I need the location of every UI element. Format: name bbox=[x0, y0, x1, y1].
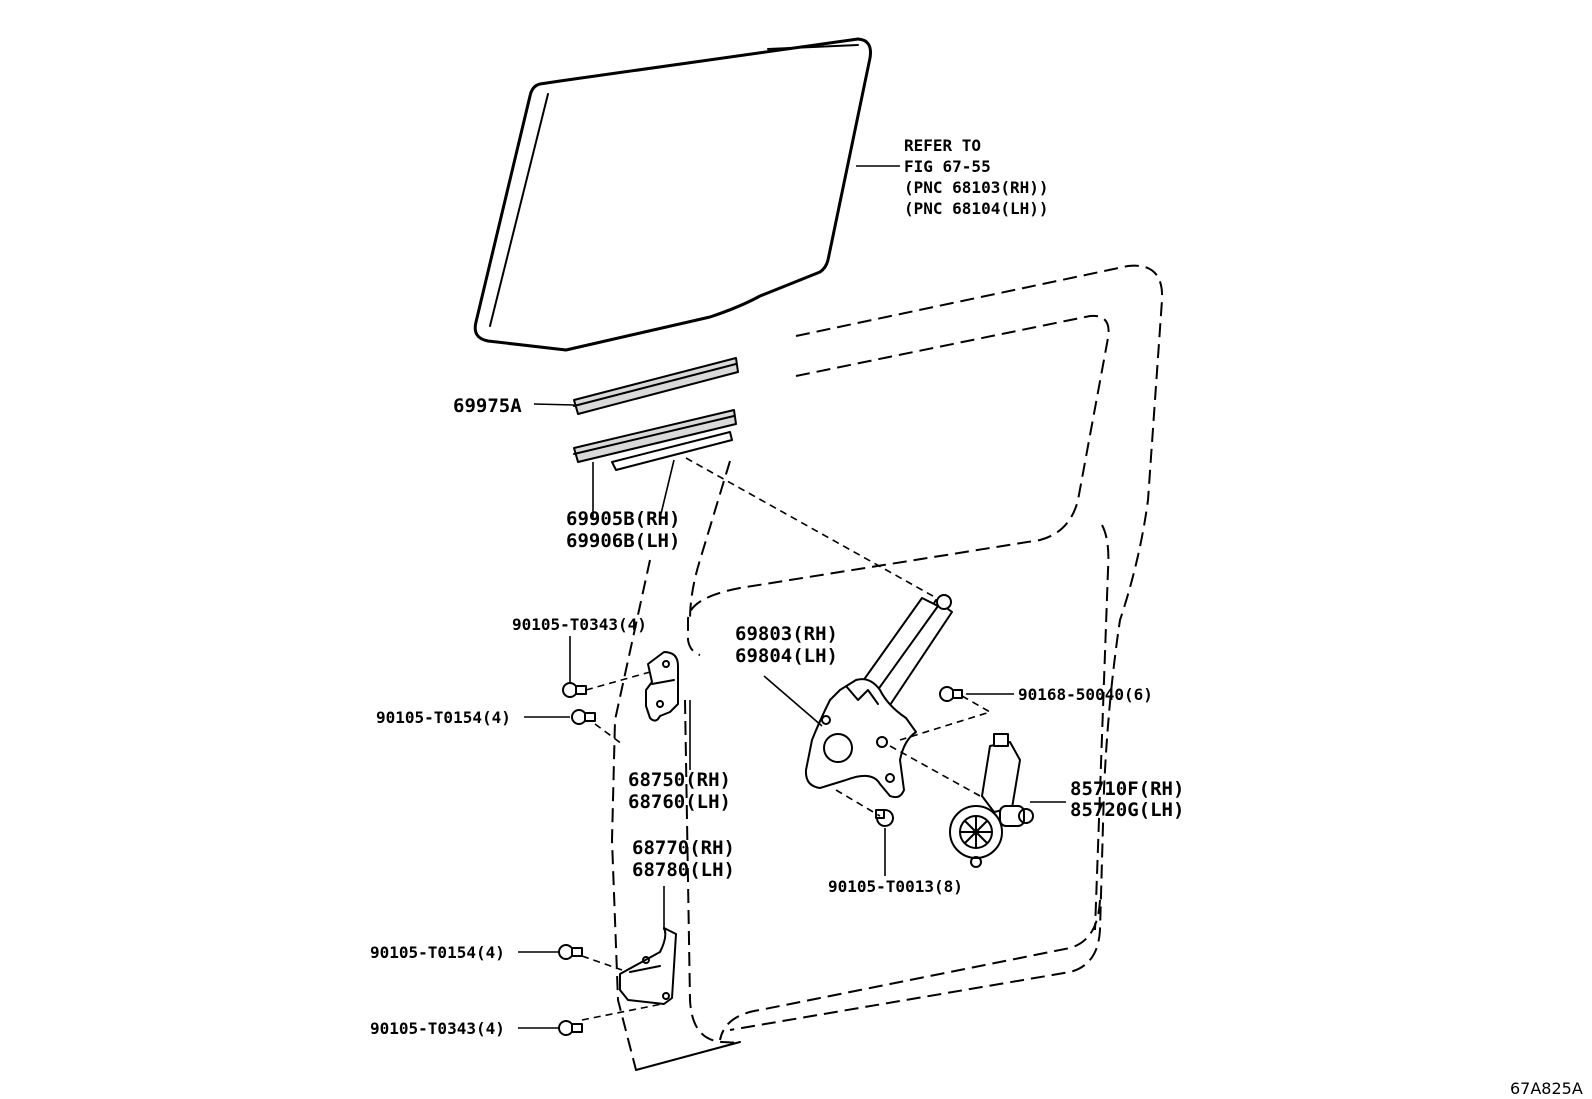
bolt-upper-hinge-bottom bbox=[571, 709, 596, 725]
label-68750: 68750(RH) bbox=[628, 769, 731, 791]
label-90105-T0154-lower: 90105-T0154(4) bbox=[370, 943, 505, 962]
leader-69905B-2 bbox=[659, 459, 675, 519]
guide-dash bbox=[685, 457, 941, 601]
door-glass bbox=[473, 37, 872, 352]
label-90168-50040: 90168-50040(6) bbox=[1018, 685, 1153, 704]
leader-69803 bbox=[763, 675, 823, 727]
label-68780: 68780(LH) bbox=[632, 859, 735, 881]
lower-hinge bbox=[619, 927, 677, 1005]
label-90105-T0013: 90105-T0013(8) bbox=[828, 877, 963, 896]
label-69905B: 69905B(RH) bbox=[566, 508, 680, 530]
label-85710F: 85710F(RH) bbox=[1070, 778, 1184, 800]
bolt-lower-hinge-bottom bbox=[558, 1020, 583, 1036]
guide-motor bbox=[889, 745, 981, 797]
bolt-90105-T0013 bbox=[875, 809, 894, 827]
label-68760: 68760(LH) bbox=[628, 791, 731, 813]
label-69804: 69804(LH) bbox=[735, 645, 838, 667]
door-frame-outline bbox=[610, 264, 1164, 1071]
glass-ref-line-2: FIG 67-55 bbox=[904, 157, 991, 176]
figure-code: 67A825A bbox=[1510, 1079, 1583, 1098]
label-85720G: 85720G(LH) bbox=[1070, 799, 1184, 821]
bolt-lower-hinge-top bbox=[558, 944, 583, 960]
bolt-upper-hinge-top bbox=[562, 682, 587, 698]
leader-69975A bbox=[533, 403, 575, 406]
label-90105-T0343-upper: 90105-T0343(4) bbox=[512, 615, 647, 634]
window-regulator bbox=[804, 594, 953, 799]
label-68770: 68770(RH) bbox=[632, 837, 735, 859]
glass-ref-line-4: (PNC 68104(LH)) bbox=[904, 199, 1049, 218]
label-69975A: 69975A bbox=[453, 395, 522, 417]
guide-upper-hinge-top bbox=[585, 671, 651, 691]
window-motor bbox=[949, 733, 1034, 868]
guide-90105-T0013 bbox=[835, 789, 881, 817]
glass-reference-note: REFER TO FIG 67-55 (PNC 68103(RH)) (PNC … bbox=[904, 136, 1049, 218]
label-90105-T0343-lower: 90105-T0343(4) bbox=[370, 1019, 505, 1038]
inner-weatherstrip bbox=[573, 409, 737, 471]
label-69803: 69803(RH) bbox=[735, 623, 838, 645]
label-69906B: 69906B(LH) bbox=[566, 530, 680, 552]
outer-weatherstrip bbox=[573, 357, 739, 415]
glass-ref-line-3: (PNC 68103(RH)) bbox=[904, 178, 1049, 197]
upper-hinge bbox=[645, 651, 679, 722]
guide-lower-hinge-bottom bbox=[581, 1003, 663, 1021]
guide-upper-hinge-bottom bbox=[594, 723, 623, 745]
glass-ref-line-1: REFER TO bbox=[904, 136, 981, 155]
label-90105-T0154-upper: 90105-T0154(4) bbox=[376, 708, 511, 727]
bolt-90168-50040 bbox=[939, 686, 963, 702]
